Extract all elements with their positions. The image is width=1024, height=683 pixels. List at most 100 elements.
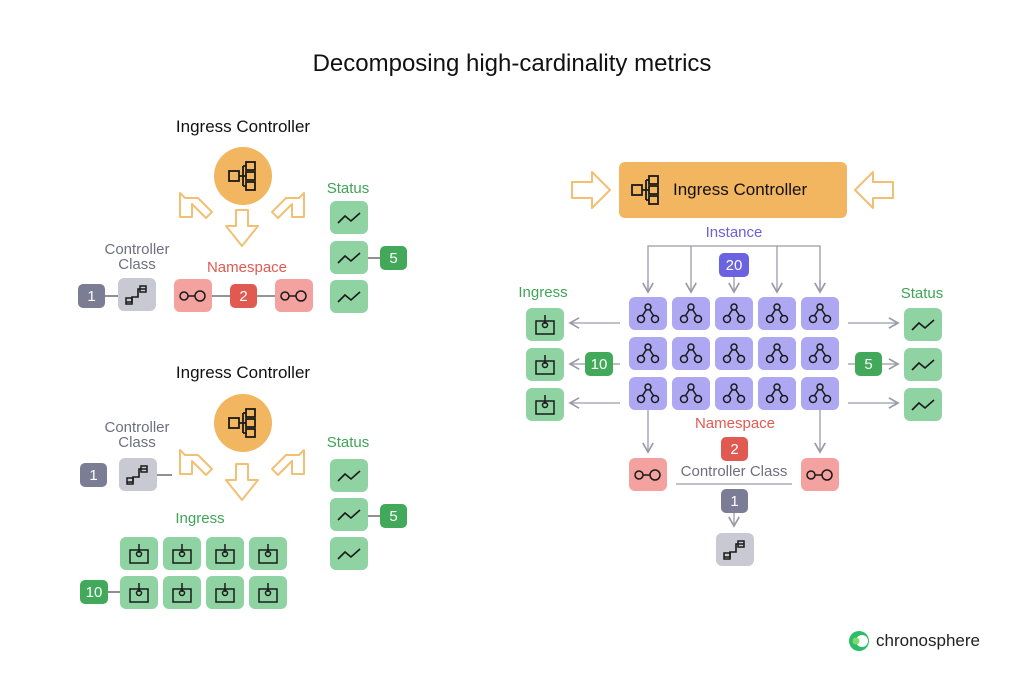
status-tile bbox=[330, 201, 368, 234]
panel-a-namespace-label: Namespace bbox=[206, 259, 288, 276]
namespace-tile bbox=[174, 279, 212, 312]
ingress-box-icon bbox=[129, 582, 149, 603]
ingress-tile bbox=[526, 348, 564, 381]
step-link-icon bbox=[723, 539, 745, 560]
instance-tile bbox=[672, 377, 710, 410]
hierarchy-icon bbox=[631, 175, 659, 205]
brand-logo: chronosphere bbox=[848, 630, 980, 652]
diagram-title: Decomposing high-cardinality metrics bbox=[312, 50, 712, 77]
instance-tile bbox=[801, 297, 839, 330]
panel-b-controller-class-label: Controller Class bbox=[104, 419, 170, 451]
instance-graph-icon bbox=[636, 342, 660, 363]
trend-line-icon bbox=[337, 290, 361, 303]
panel-b-controller-class-count: 1 bbox=[80, 463, 107, 487]
ingress-tile bbox=[526, 388, 564, 421]
namespace-link-icon bbox=[634, 468, 661, 481]
instance-tile bbox=[629, 377, 667, 410]
namespace-link-icon bbox=[806, 468, 833, 481]
status-tile bbox=[904, 308, 942, 341]
panel-b-status-label: Status bbox=[326, 434, 370, 451]
panel-c-status-count: 5 bbox=[855, 352, 882, 376]
panel-c-ingress-label: Ingress bbox=[518, 284, 568, 301]
status-tile bbox=[330, 498, 368, 531]
instance-tile bbox=[715, 337, 753, 370]
namespace-link-icon bbox=[179, 289, 206, 302]
arrow-down-right-icon bbox=[271, 192, 305, 219]
panel-c-namespace-count: 2 bbox=[721, 437, 748, 461]
instance-graph-icon bbox=[808, 302, 832, 323]
panel-c-ingress-count: 10 bbox=[585, 352, 613, 376]
panel-a-heading: Ingress Controller bbox=[175, 117, 311, 136]
instance-graph-icon bbox=[679, 302, 703, 323]
panel-b-heading: Ingress Controller bbox=[175, 363, 311, 382]
status-tile bbox=[330, 459, 368, 492]
panel-c-controller-class-label: Controller Class bbox=[680, 463, 788, 480]
instance-graph-icon bbox=[679, 382, 703, 403]
controller-class-tile bbox=[716, 533, 754, 566]
ingress-box-icon bbox=[129, 543, 149, 564]
step-link-icon bbox=[125, 284, 147, 305]
arrow-right-icon bbox=[571, 171, 611, 209]
ingress-box-icon bbox=[535, 354, 555, 375]
hierarchy-icon bbox=[228, 408, 256, 438]
instance-tile bbox=[801, 377, 839, 410]
step-link-icon bbox=[126, 464, 148, 485]
arrow-down-icon bbox=[225, 463, 259, 501]
instance-graph-icon bbox=[679, 342, 703, 363]
ingress-tile bbox=[206, 537, 244, 570]
instance-tile bbox=[758, 297, 796, 330]
ingress-box-icon bbox=[258, 582, 278, 603]
instance-tile bbox=[715, 297, 753, 330]
ingress-tile bbox=[249, 576, 287, 609]
trend-line-icon bbox=[337, 211, 361, 224]
instance-graph-icon bbox=[722, 302, 746, 323]
arrow-down-left-icon bbox=[179, 449, 213, 476]
instance-graph-icon bbox=[808, 382, 832, 403]
panel-c-instance-count: 20 bbox=[719, 253, 749, 277]
namespace-tile bbox=[801, 458, 839, 491]
instance-tile bbox=[672, 297, 710, 330]
instance-graph-icon bbox=[808, 342, 832, 363]
trend-line-icon bbox=[337, 469, 361, 482]
instance-tile bbox=[672, 337, 710, 370]
ingress-box-icon bbox=[535, 314, 555, 335]
namespace-tile bbox=[275, 279, 313, 312]
instance-graph-icon bbox=[636, 382, 660, 403]
status-tile bbox=[330, 280, 368, 313]
instance-graph-icon bbox=[765, 302, 789, 323]
brand-name: chronosphere bbox=[876, 631, 980, 650]
chronosphere-logo-icon bbox=[849, 631, 870, 651]
namespace-link-icon bbox=[280, 289, 307, 302]
panel-a-controller-class-count: 1 bbox=[78, 284, 105, 308]
trend-line-icon bbox=[911, 358, 935, 371]
controller-class-tile bbox=[118, 278, 156, 311]
ingress-box-icon bbox=[258, 543, 278, 564]
instance-tile bbox=[801, 337, 839, 370]
ingress-tile bbox=[163, 537, 201, 570]
panel-c-instance-label: Instance bbox=[705, 224, 763, 241]
namespace-tile bbox=[629, 458, 667, 491]
status-tile bbox=[330, 537, 368, 570]
instance-tile bbox=[758, 337, 796, 370]
panel-a-status-count: 5 bbox=[380, 246, 407, 270]
arrow-down-icon bbox=[225, 209, 259, 247]
ingress-tile bbox=[120, 537, 158, 570]
instance-graph-icon bbox=[722, 382, 746, 403]
ingress-tile bbox=[206, 576, 244, 609]
controller-class-tile bbox=[119, 458, 157, 491]
ingress-tile bbox=[526, 308, 564, 341]
hierarchy-icon bbox=[228, 161, 256, 191]
arrow-down-left-icon bbox=[179, 192, 213, 219]
status-tile bbox=[904, 348, 942, 381]
instance-tile bbox=[629, 297, 667, 330]
ingress-box-icon bbox=[535, 394, 555, 415]
instance-tile bbox=[715, 377, 753, 410]
panel-c-controller-label: Ingress Controller bbox=[673, 180, 808, 199]
ingress-box-icon bbox=[172, 582, 192, 603]
panel-a-namespace-count: 2 bbox=[230, 284, 257, 308]
controller-icon bbox=[214, 147, 272, 205]
status-tile bbox=[904, 388, 942, 421]
trend-line-icon bbox=[337, 547, 361, 560]
ingress-box-icon bbox=[215, 582, 235, 603]
